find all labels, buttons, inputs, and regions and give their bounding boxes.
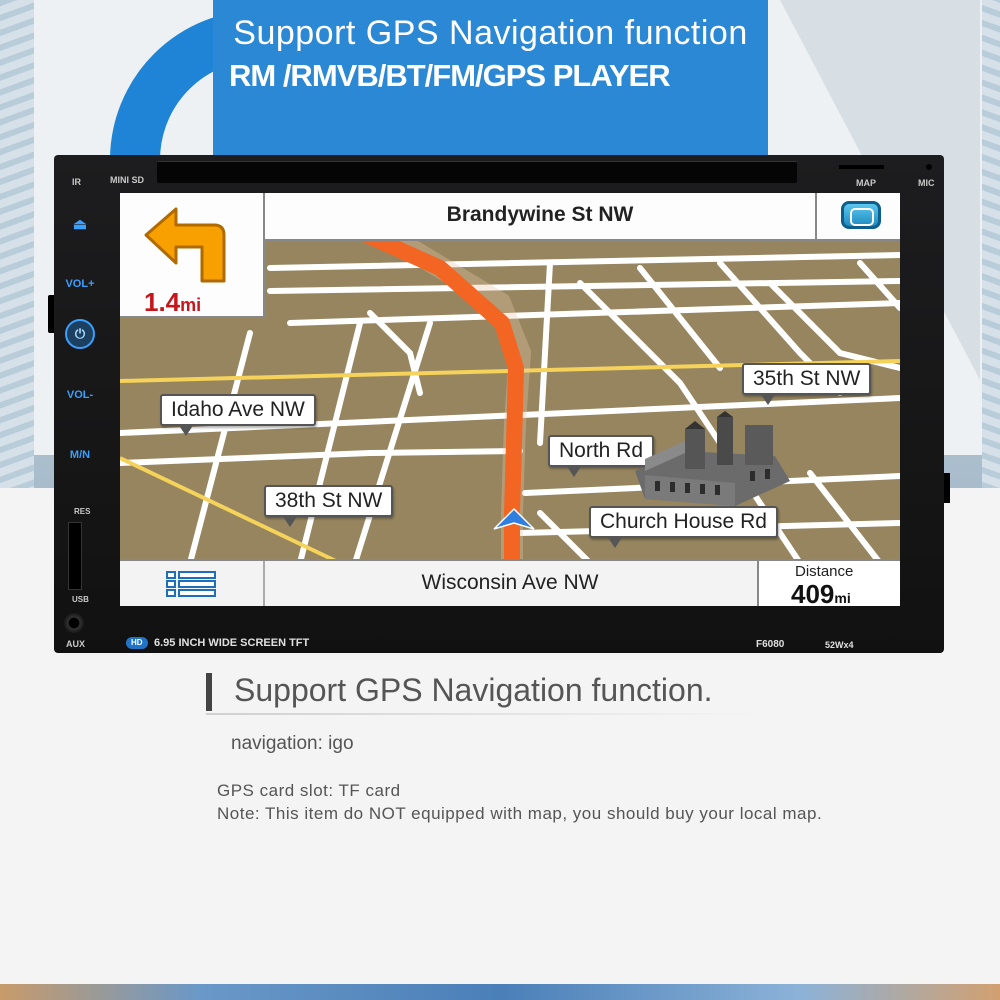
section-accent-bar: [206, 673, 212, 711]
frost-texture-left: [0, 0, 34, 488]
banner-subheadline: RM /RMVB/BT/FM/GPS PLAYER: [229, 58, 671, 93]
road: [857, 260, 900, 311]
side-release-tab: [48, 295, 54, 333]
power-mute-button[interactable]: ⏻: [65, 319, 95, 349]
distance-label: Distance: [795, 563, 854, 580]
aux-jack[interactable]: [64, 613, 84, 633]
route-list-button[interactable]: [120, 561, 265, 606]
map-note-text: Note: This item do NOT equipped with map…: [217, 804, 823, 823]
road: [807, 470, 883, 566]
disc-slot: [157, 161, 797, 183]
banner-headline: Support GPS Navigation function: [233, 14, 748, 52]
car-stereo-unit: IR MINI SD MAP MIC RES USB AUX ⏏ VOL+ ⏻ …: [48, 155, 950, 653]
aux-label: AUX: [66, 639, 86, 649]
screen-spec-label: 6.95 INCH WIDE SCREEN TFT: [154, 637, 310, 649]
microphone-hole: [926, 164, 932, 170]
eject-button[interactable]: ⏏: [72, 216, 88, 233]
road: [637, 265, 723, 371]
list-icon: [166, 571, 216, 597]
reset-label: RES: [74, 507, 91, 516]
current-street-name: Brandywine St NW: [446, 203, 634, 226]
mic-label: MIC: [918, 178, 935, 188]
hd-badge: HD: [126, 637, 148, 649]
turn-distance-value: 1.4: [144, 287, 181, 317]
road: [120, 448, 523, 466]
road: [287, 300, 900, 326]
menu-icon: [841, 201, 881, 229]
map-card-slot: [839, 165, 884, 169]
navigation-screen[interactable]: 1.4mi Brandywine St NW Idaho Ave NW 35th…: [120, 193, 900, 606]
road: [352, 320, 433, 566]
current-road-name: Wisconsin Ave NW: [421, 571, 599, 594]
map-label: MAP: [856, 178, 876, 188]
mode-button[interactable]: M/N: [69, 449, 91, 461]
volume-down-button[interactable]: VOL-: [66, 389, 94, 401]
turn-left-arrow-icon: [144, 207, 226, 283]
control-button-strip: ⏏ VOL+ ⏻ VOL- M/N: [60, 193, 100, 493]
road: [537, 510, 593, 566]
road: [577, 280, 723, 446]
street-label-idaho: Idaho Ave NW: [160, 394, 316, 436]
distance-readout: 409mi: [791, 579, 851, 606]
bottom-status-bar: Wisconsin Ave NW Distance 409mi: [120, 559, 900, 606]
frost-texture-right: [982, 0, 1000, 488]
distance-value: 409: [791, 579, 835, 606]
street-label-church: Church House Rd: [589, 506, 778, 548]
distance-panel[interactable]: Distance 409mi: [757, 559, 900, 606]
turn-distance: 1.4mi: [144, 287, 201, 318]
card-slot-text: GPS card slot: TF card: [217, 781, 401, 800]
road: [537, 260, 553, 446]
footer-image-strip: [0, 984, 1000, 1000]
right-release-tab: [944, 473, 950, 503]
road: [267, 252, 900, 271]
model-label: F6080: [756, 639, 785, 650]
road: [297, 320, 363, 566]
usb-port[interactable]: [68, 522, 82, 590]
vehicle-position-icon: [493, 507, 535, 530]
next-turn-panel[interactable]: 1.4mi: [120, 193, 265, 318]
header-banner: Support GPS Navigation function RM /RMVB…: [213, 0, 768, 160]
street-label-38th: 38th St NW: [264, 485, 394, 527]
road: [187, 330, 253, 566]
highway: [120, 456, 341, 565]
current-street-bar: Brandywine St NW: [265, 193, 815, 241]
power-rating-label: 52Wx4: [825, 640, 854, 650]
section-underline: [206, 713, 766, 715]
ir-label: IR: [72, 177, 81, 187]
street-label-north: North Rd: [548, 435, 655, 477]
turn-distance-unit: mi: [180, 295, 202, 315]
mini-sd-label: MINI SD: [110, 175, 145, 185]
usb-label: USB: [72, 595, 89, 604]
menu-button[interactable]: [815, 193, 900, 241]
distance-unit: mi: [834, 590, 851, 606]
street-label-35th: 35th St NW: [742, 363, 872, 405]
section-title: Support GPS Navigation function.: [234, 672, 713, 708]
volume-up-button[interactable]: VOL+: [65, 278, 95, 290]
landmark-building-icon: [635, 411, 790, 506]
navigation-software-text: navigation: igo: [231, 733, 354, 754]
road: [367, 310, 423, 396]
